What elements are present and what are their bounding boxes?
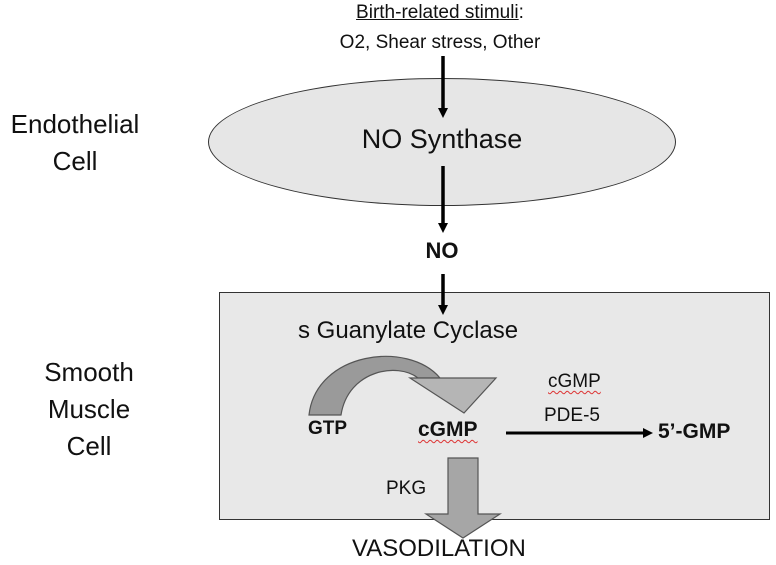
endothelial-cell-label: Endothelial Cell: [10, 109, 140, 176]
cgmp-label: cGMP: [418, 418, 478, 441]
pde5-label: PDE-5: [544, 405, 600, 426]
enzyme-cgmp-label: cGMP: [548, 371, 601, 392]
no-synthase-label: NO Synthase: [361, 124, 523, 154]
guanylate-cyclase-label: s Guanylate Cyclase: [298, 317, 519, 344]
gtp-to-cgmp-arrowhead: [407, 377, 498, 414]
smooth-muscle-cell-label: Smooth Muscle Cell: [44, 357, 134, 461]
pkg-label: PKG: [386, 478, 427, 499]
pkg-block-arrow: [423, 457, 503, 539]
no-label: NO: [425, 238, 459, 263]
gtp-label: GTP: [308, 418, 348, 439]
vasodilation-label: VASODILATION: [352, 535, 526, 562]
stimuli-list: O2, Shear stress, Other: [339, 32, 541, 53]
5gmp-label: 5’-GMP: [658, 420, 731, 443]
stimuli-title: Birth-related stimuli:: [356, 2, 524, 23]
gtp-to-cgmp-curved-arrow: [308, 355, 442, 416]
